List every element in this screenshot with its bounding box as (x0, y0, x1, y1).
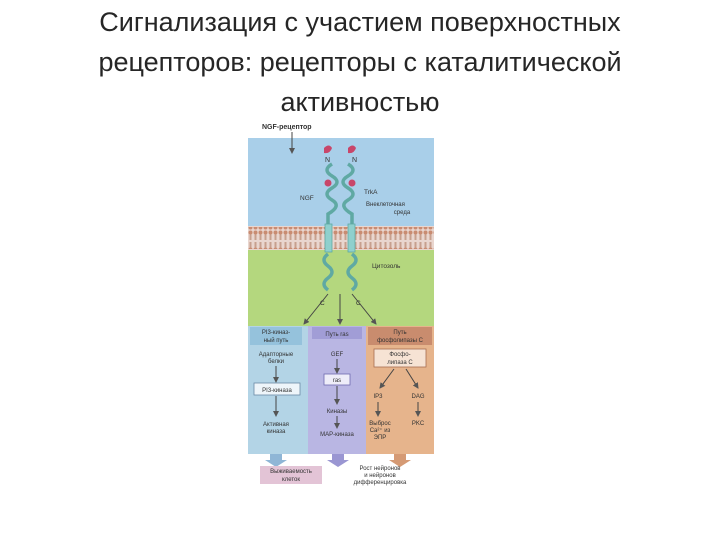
growth-line-1: Рост нейронов (359, 465, 400, 472)
ca-release-line-2: Ca²⁺ из (370, 427, 391, 434)
slide-title: Сигнализация с участием поверхностных ре… (40, 2, 680, 122)
pi3-kinase-box (253, 382, 301, 396)
top-label: NGF-рецептор (262, 124, 312, 131)
gef-label: GEF (331, 352, 344, 358)
ngf-binding-sites (324, 179, 356, 187)
extracellular-region (248, 138, 434, 226)
phospholipase-line-2: липаза С (387, 360, 413, 366)
pi3-header-line-2: ный путь (264, 337, 289, 344)
survival-box (260, 466, 322, 484)
adaptor-proteins-line-2: белки (268, 359, 284, 365)
title-line-3: активностью (280, 87, 440, 117)
extracellular-label-1: Внеклеточная (366, 202, 405, 208)
dag-label: DAG (411, 394, 424, 400)
kinases-label: Киназы (327, 409, 348, 415)
transmembrane-right (347, 223, 356, 253)
n-terminus-right: N (352, 157, 357, 164)
plc-header-box (368, 327, 432, 345)
ras-header-box (312, 327, 362, 339)
ngf-label: NGF (300, 195, 314, 202)
active-kinase-line-2: киназа (267, 429, 286, 435)
pi3-kinase: PI3-киназа (262, 388, 292, 394)
cytosol-region (248, 250, 434, 326)
pkc-label: PKC (412, 421, 425, 427)
survival-line-1: Выживаемость (270, 469, 312, 475)
plc-header-line-2: фосфолипазы С (377, 338, 424, 344)
outcome-arrows (265, 454, 411, 467)
cytosol-label: Цитозоль (372, 263, 401, 270)
phospholipase-box (373, 348, 427, 368)
active-kinase-line-1: Активная (263, 422, 289, 428)
ca-release-line-3: ЭПР (374, 435, 387, 441)
survival-line-2: клеток (282, 477, 300, 483)
pi3-header-box (250, 327, 302, 345)
growth-line-2: и нейронов (364, 472, 396, 479)
pi3-header-line-1: PI3-киназ- (262, 330, 290, 336)
c-terminus-left: C (320, 300, 325, 307)
ras-label: ras (333, 378, 341, 384)
n-terminus-left: N (325, 157, 330, 164)
title-line-2: рецепторов: рецепторы с каталитической (98, 47, 622, 77)
cytosolic-arrows (303, 293, 377, 325)
ras-header: Путь ras (325, 332, 348, 338)
transmembrane-left (324, 223, 333, 253)
ras-box (323, 373, 351, 386)
title-line-1: Сигнализация с участием поверхностных (99, 7, 621, 37)
ca-release-line-1: Выброс (369, 421, 390, 427)
plc-header-line-1: Путь (393, 330, 406, 336)
receptor-signaling-diagram: NGF-рецептор N N NGF TrkA Внеклеточная с… (248, 120, 438, 492)
adaptor-proteins-line-1: Адапторные (259, 352, 294, 358)
c-terminus-right: C (356, 300, 361, 307)
kinase-domains (322, 252, 358, 292)
phospholipase-line-1: Фосфо- (389, 352, 410, 358)
lipid-bilayer (248, 227, 434, 249)
map-kinase-label: MAP-киназа (320, 432, 354, 438)
extracellular-label-2: среда (394, 210, 411, 216)
ip3-label: IP3 (373, 394, 383, 400)
plc-column (366, 326, 434, 454)
ngf-ligand (324, 145, 356, 154)
trka-label: TrkA (364, 189, 378, 196)
trka-receptor (325, 162, 355, 226)
growth-line-3: дифференцировка (354, 480, 407, 486)
